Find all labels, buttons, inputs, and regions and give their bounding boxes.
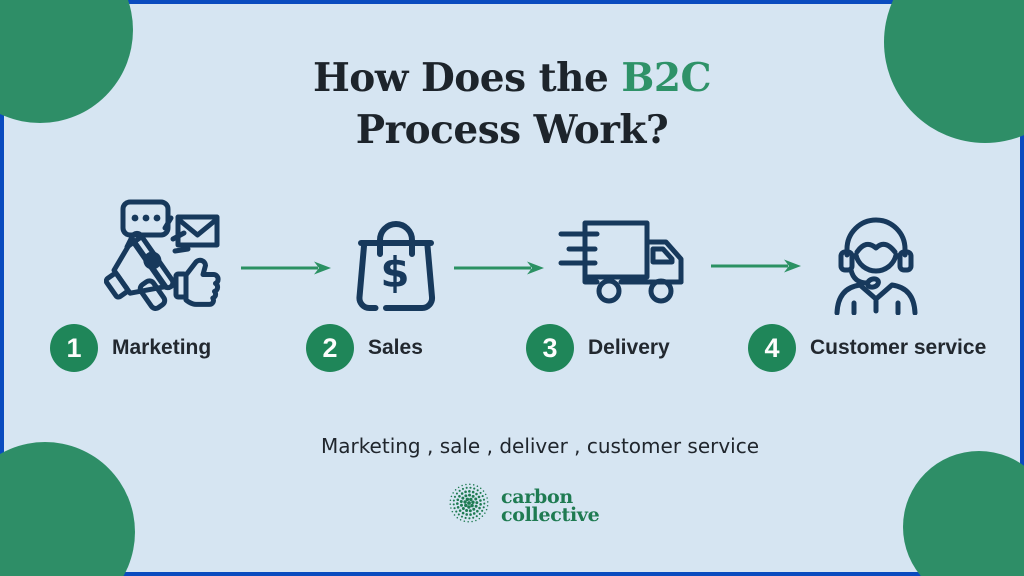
headset-agent-icon bbox=[831, 205, 921, 315]
step-label: Delivery bbox=[588, 336, 670, 359]
step-number-badge: 4 bbox=[748, 324, 796, 372]
step-number-badge: 2 bbox=[306, 324, 354, 372]
svg-text:$: $ bbox=[380, 248, 409, 297]
step-customer-service: 4 Customer service bbox=[748, 324, 986, 372]
delivery-truck-icon bbox=[557, 212, 692, 307]
title-text: How Does the bbox=[312, 55, 622, 101]
flow-arrow-1 bbox=[240, 260, 332, 276]
brand-name-line2: collective bbox=[501, 503, 600, 526]
brand-name-line1: carbon bbox=[501, 485, 573, 508]
title-line-2: Process Work? bbox=[355, 107, 669, 153]
step-label: Marketing bbox=[112, 336, 212, 359]
dotted-sphere-logo-icon bbox=[446, 480, 492, 531]
step-number-badge: 1 bbox=[50, 324, 98, 372]
step-delivery: 3 Delivery bbox=[526, 324, 670, 372]
page-title: How Does the B2C Process Work? bbox=[0, 52, 1024, 156]
step-label: Customer service bbox=[810, 336, 987, 359]
shopping-bag-dollar-icon: $ bbox=[356, 212, 436, 312]
brand-logo: carbon collective bbox=[446, 480, 600, 531]
step-number-badge: 3 bbox=[526, 324, 574, 372]
brand-name: carbon collective bbox=[501, 485, 600, 526]
title-line-1: How Does the B2C bbox=[0, 52, 1024, 104]
summary-text: Marketing , sale , deliver , customer se… bbox=[320, 434, 760, 458]
step-sales: 2 Sales bbox=[306, 324, 423, 372]
step-marketing: 1 Marketing bbox=[50, 324, 211, 372]
megaphone-announcement-icon bbox=[104, 190, 226, 312]
title-highlight: B2C bbox=[621, 55, 712, 101]
flow-arrow-3 bbox=[710, 258, 802, 274]
step-label: Sales bbox=[368, 336, 423, 359]
flow-arrow-2 bbox=[453, 260, 545, 276]
